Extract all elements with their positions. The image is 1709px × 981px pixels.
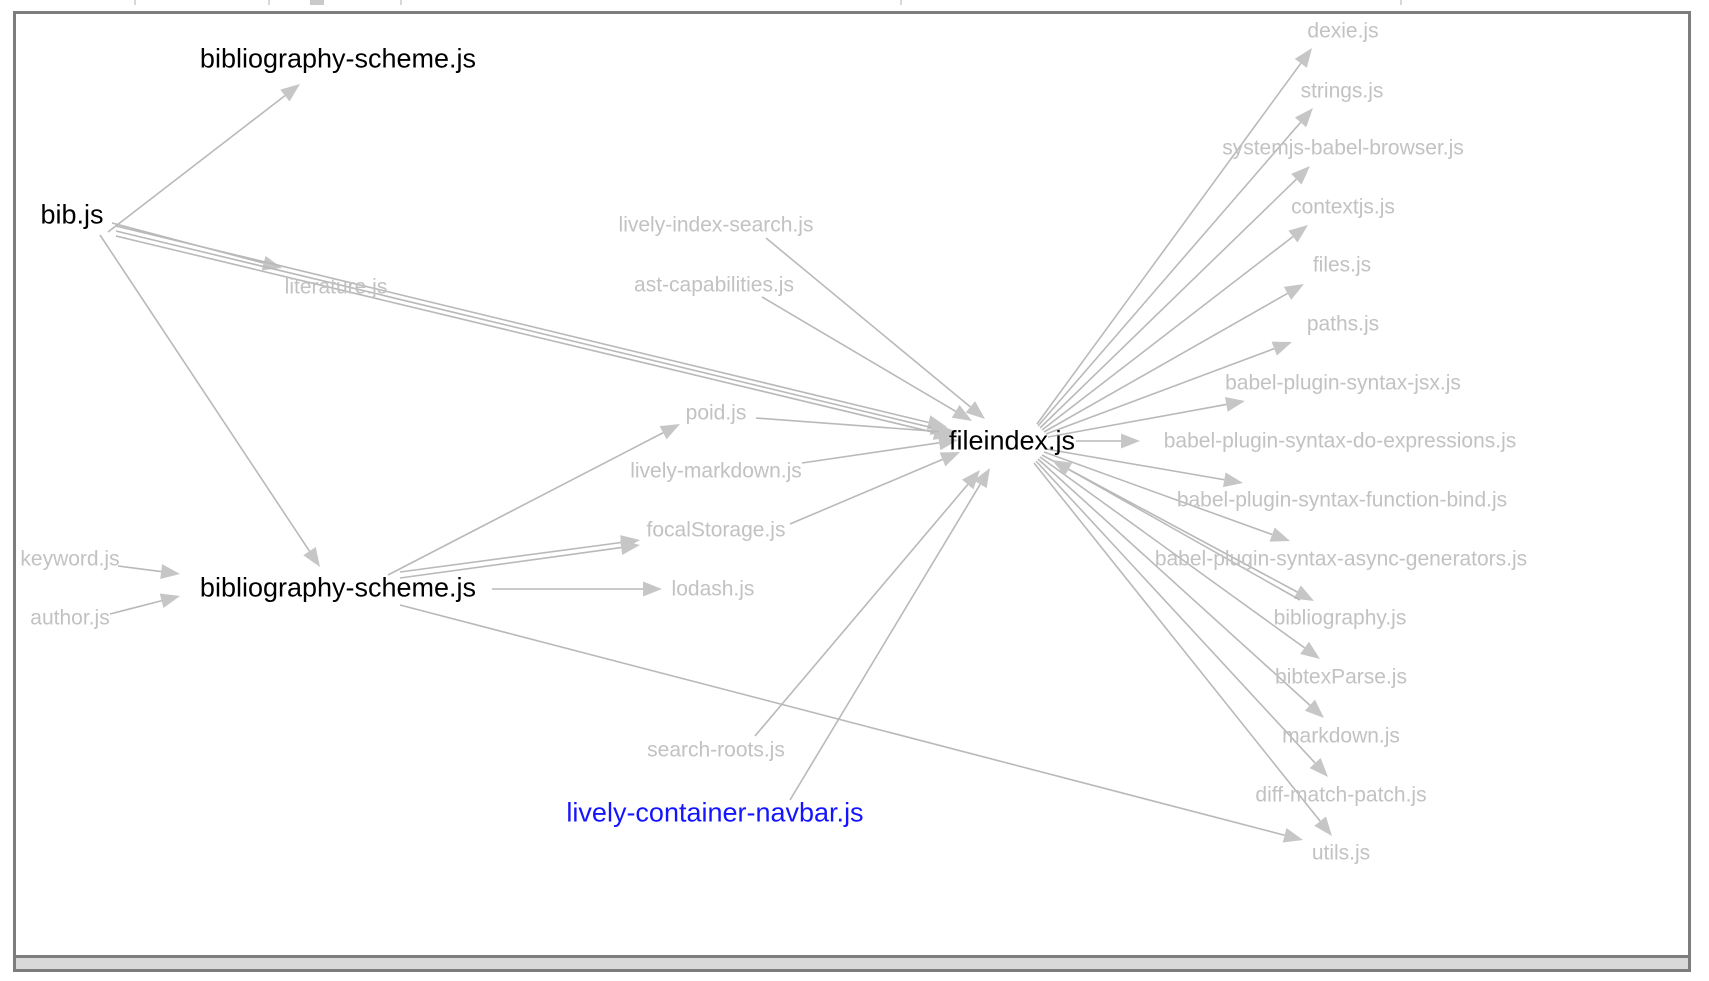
horizontal-scrollbar[interactable] — [13, 958, 1691, 972]
graph-node-files[interactable]: files.js — [1312, 253, 1372, 277]
graph-edge — [399, 546, 622, 579]
graph-edge — [755, 417, 940, 433]
graph-edge-arrowhead — [1224, 397, 1245, 412]
graph-node-literature[interactable]: literature.js — [284, 275, 388, 299]
graph-edge-arrowhead — [1269, 527, 1290, 542]
graph-edge-arrowhead — [938, 435, 958, 451]
graph-pane[interactable]: bibliography-scheme.js bib.js literature.j… — [13, 11, 1691, 958]
graph-edge-arrowhead — [939, 452, 960, 467]
graph-node-lively-markdown[interactable]: lively-markdown.js — [630, 459, 802, 483]
graph-edge — [1041, 235, 1294, 431]
graph-node-keyword[interactable]: keyword.js — [20, 547, 120, 571]
graph-node-babel-plugin-syntax-do-expressions[interactable]: babel-plugin-syntax-do-expressions.js — [1163, 429, 1517, 453]
graph-edge-arrowhead — [1300, 641, 1320, 659]
graph-edge — [789, 483, 981, 801]
graph-node-focalStorage[interactable]: focalStorage.js — [646, 518, 786, 542]
graph-edge — [761, 296, 957, 413]
graph-node-lodash[interactable]: lodash.js — [671, 577, 755, 601]
graph-edge — [399, 541, 622, 573]
graph-edge — [1043, 451, 1273, 536]
graph-edge-arrowhead — [1294, 48, 1312, 68]
graph-edge-arrowhead — [659, 424, 680, 440]
graph-node-bib[interactable]: bib.js — [40, 199, 104, 230]
graph-node-bibliography-scheme-top[interactable]: bibliography-scheme.js — [199, 43, 477, 74]
graph-node-babel-plugin-syntax-jsx[interactable]: babel-plugin-syntax-jsx.js — [1225, 371, 1461, 395]
graph-edge-arrowhead — [965, 401, 985, 419]
graph-edge-arrowhead — [1271, 341, 1292, 356]
graph-node-diff-match-patch[interactable]: diff-match-patch.js — [1255, 783, 1427, 807]
graph-edge-arrowhead — [1314, 816, 1332, 836]
graph-edge-arrowhead — [620, 540, 640, 556]
graph-edge-arrowhead — [1052, 460, 1073, 476]
graph-edge-arrowhead — [1121, 433, 1140, 449]
graph-node-bibliography[interactable]: bibliography.js — [1273, 606, 1407, 630]
graph-edge — [1033, 462, 1321, 822]
graph-edge — [1045, 347, 1275, 435]
graph-edge-arrowhead — [938, 424, 958, 440]
graph-edge-arrowhead — [1288, 225, 1308, 243]
graph-edge — [109, 599, 162, 615]
graph-node-babel-plugin-syntax-async-generators[interactable]: babel-plugin-syntax-async-generators.js — [1154, 547, 1528, 571]
graph-edge — [1043, 292, 1288, 433]
graph-node-fileindex[interactable]: fileindex.js — [948, 425, 1076, 456]
graph-edge-arrowhead — [280, 84, 300, 102]
graph-edge — [1045, 448, 1225, 481]
graph-edge — [754, 483, 969, 737]
graph-edge — [789, 458, 943, 525]
graph-edge-arrowhead — [1223, 472, 1243, 488]
graph-edge — [107, 94, 286, 233]
graph-edge — [115, 230, 932, 429]
graph-edge-arrowhead — [1294, 108, 1313, 128]
graph-node-poid[interactable]: poid.js — [685, 401, 747, 425]
graph-node-bibtexParse[interactable]: bibtexParse.js — [1275, 665, 1407, 689]
graph-edge — [387, 432, 664, 576]
graph-node-bibliography-scheme-mid[interactable]: bibliography-scheme.js — [199, 572, 477, 603]
graph-edge — [1068, 468, 1301, 601]
graph-edge — [1047, 403, 1227, 438]
graph-edge — [115, 225, 929, 424]
graph-node-search-roots[interactable]: search-roots.js — [647, 738, 785, 762]
horizontal-scrollbar-thumb[interactable] — [16, 958, 1688, 969]
graph-edge — [115, 235, 935, 434]
graph-node-contextjs[interactable]: contextjs.js — [1291, 195, 1395, 219]
graph-edge-arrowhead — [1283, 284, 1304, 300]
graph-node-markdown[interactable]: markdown.js — [1282, 724, 1400, 748]
graph-edge-arrowhead — [951, 404, 972, 421]
graph-edge — [99, 234, 311, 552]
graph-edge-arrowhead — [1309, 757, 1328, 777]
graph-edge-arrowhead — [1293, 585, 1314, 601]
graph-node-dexie[interactable]: dexie.js — [1307, 19, 1379, 43]
graph-edge-arrowhead — [159, 593, 180, 608]
graph-node-ast-capabilities[interactable]: ast-capabilities.js — [634, 273, 794, 297]
graph-edge — [1037, 121, 1302, 427]
graph-edge-arrowhead — [303, 547, 320, 567]
graph-edge — [399, 604, 1285, 836]
graph-edge — [1037, 458, 1311, 706]
graph-edge — [765, 237, 971, 408]
graph-node-lively-container-navbar[interactable]: lively-container-navbar.js — [566, 797, 864, 828]
graph-edge-arrowhead — [643, 581, 662, 597]
graph-edge — [1035, 460, 1316, 764]
graph-edge — [1039, 178, 1297, 429]
graph-edge — [117, 565, 162, 573]
graph-edge-arrowhead — [1291, 166, 1310, 185]
graph-edge — [801, 441, 940, 464]
graph-edge-arrowhead — [1304, 699, 1324, 718]
graph-node-babel-plugin-syntax-function-bind[interactable]: babel-plugin-syntax-function-bind.js — [1176, 488, 1508, 512]
graph-edge — [1036, 62, 1302, 425]
graph-edge-arrowhead — [962, 470, 980, 490]
graph-canvas[interactable]: bibliography-scheme.js bib.js literature.j… — [16, 14, 1688, 955]
graph-edge-arrowhead — [1282, 827, 1303, 843]
graph-node-lively-index-search[interactable]: lively-index-search.js — [618, 213, 814, 237]
toolbar-strip-clipped — [0, 0, 1709, 11]
graph-edge-arrowhead — [973, 468, 990, 489]
graph-node-paths[interactable]: paths.js — [1306, 312, 1380, 336]
graph-node-author[interactable]: author.js — [30, 606, 110, 630]
graph-node-strings[interactable]: strings.js — [1300, 79, 1384, 103]
graph-edge-arrowhead — [160, 564, 180, 580]
graph-edges-svg — [99, 48, 1332, 843]
graph-edge — [1039, 456, 1306, 649]
graph-node-utils[interactable]: utils.js — [1311, 841, 1371, 865]
graph-node-systemjs-babel-browser[interactable]: systemjs-babel-browser.js — [1222, 136, 1464, 160]
